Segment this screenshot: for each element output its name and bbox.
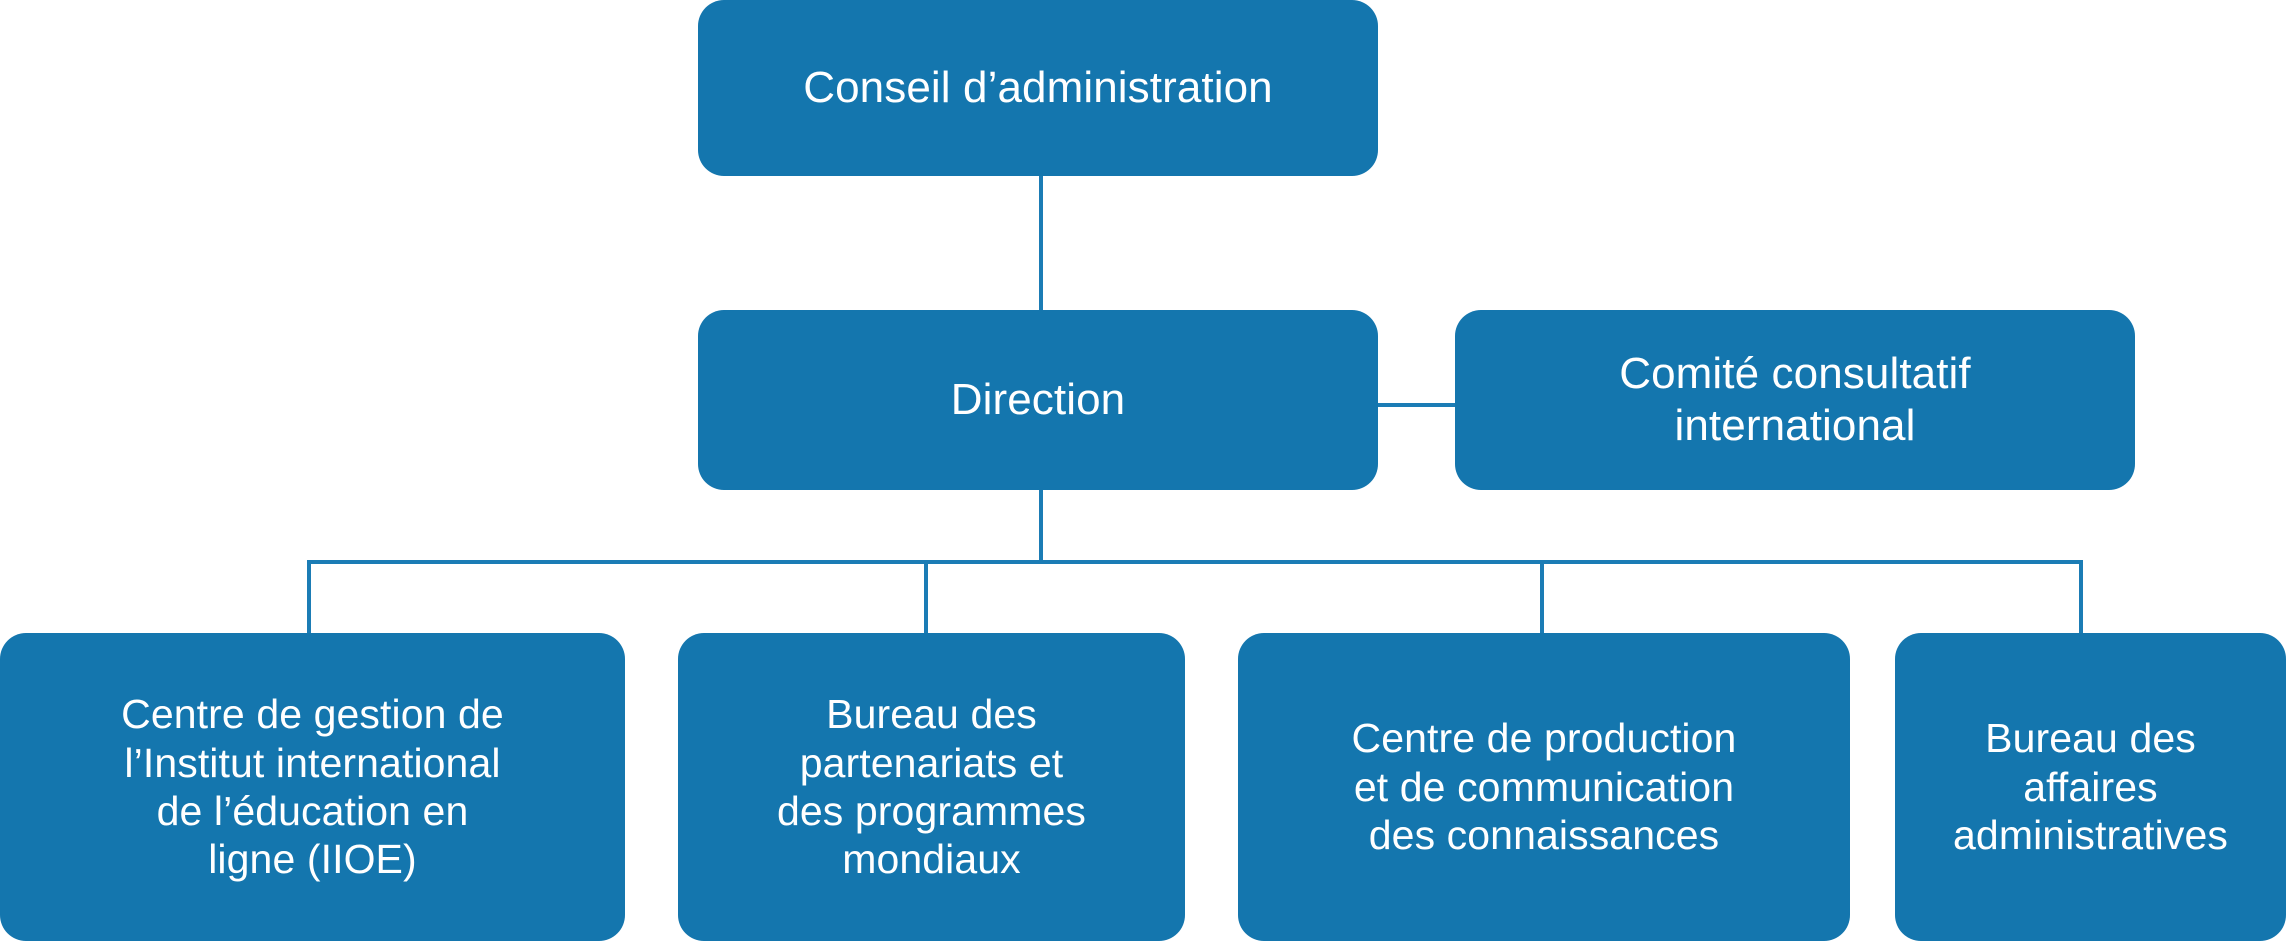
connector-direction-to-bus bbox=[1039, 490, 1043, 564]
node-label-iioe: Centre de gestion de l’Institut internat… bbox=[121, 691, 504, 883]
node-label-knowledge: Centre de production et de communication… bbox=[1351, 715, 1737, 859]
connector-drop-to-iioe bbox=[307, 560, 311, 633]
connector-drop-to-knowledge bbox=[1540, 560, 1544, 633]
node-conseil-administration[interactable]: Conseil d’administration bbox=[698, 0, 1378, 176]
node-centre-production-communication-connaissances[interactable]: Centre de production et de communication… bbox=[1238, 633, 1850, 941]
connector-direction-to-advisory bbox=[1378, 403, 1455, 407]
node-label-direction: Direction bbox=[950, 375, 1126, 425]
node-label-board: Conseil d’administration bbox=[803, 63, 1273, 113]
node-bureau-affaires-administratives[interactable]: Bureau des affaires administratives bbox=[1895, 633, 2286, 941]
node-label-advisory: Comité consultatif international bbox=[1619, 349, 1971, 450]
connector-drop-to-admin bbox=[2079, 560, 2083, 633]
node-bureau-partenariats-programmes-mondiaux[interactable]: Bureau des partenariats et des programme… bbox=[678, 633, 1185, 941]
node-label-partnerships: Bureau des partenariats et des programme… bbox=[776, 691, 1087, 883]
connector-board-to-direction bbox=[1039, 176, 1043, 310]
node-centre-gestion-iioe[interactable]: Centre de gestion de l’Institut internat… bbox=[0, 633, 625, 941]
node-comite-consultatif-international[interactable]: Comité consultatif international bbox=[1455, 310, 2135, 490]
node-direction[interactable]: Direction bbox=[698, 310, 1378, 490]
connector-horizontal-bus bbox=[307, 560, 2083, 564]
node-label-admin: Bureau des affaires administratives bbox=[1953, 715, 2228, 859]
connector-drop-to-partnerships bbox=[924, 560, 928, 633]
